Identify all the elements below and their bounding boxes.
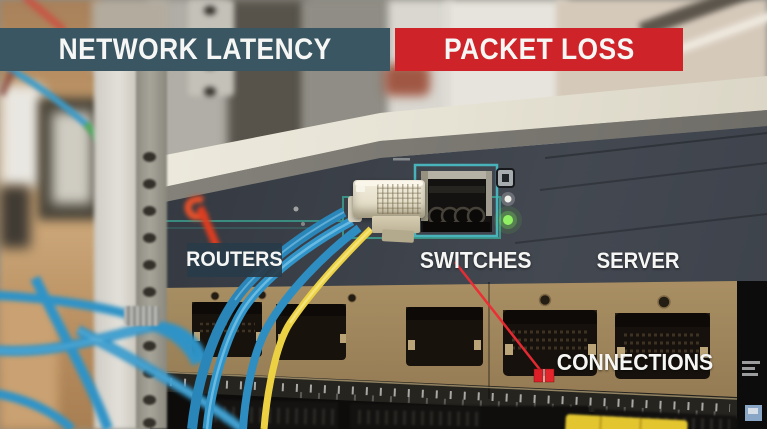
connector-boot	[381, 229, 415, 243]
sfp-port	[421, 171, 492, 232]
rail-hole	[143, 260, 156, 270]
rail-hole	[143, 341, 156, 351]
yellow-cable	[260, 226, 374, 429]
ruler-ticks	[169, 378, 731, 418]
picture-frame-2	[0, 186, 30, 248]
banner-packet-loss: PACKET LOSS	[395, 28, 683, 71]
port-label-text	[393, 158, 410, 161]
banner-packet-loss-text: PACKET LOSS	[443, 32, 635, 66]
faceplate-grooves	[514, 132, 767, 244]
rail-hole	[143, 287, 156, 297]
red-connector	[533, 368, 544, 383]
right-module-details	[742, 361, 762, 421]
panel-bottom-highlight	[159, 371, 738, 400]
banner-network-latency-text: NETWORK LATENCY	[58, 32, 332, 66]
status-led-green	[494, 206, 522, 234]
right-edge-module	[737, 281, 767, 429]
rail-hole	[143, 395, 156, 405]
faceplate-led-dot	[301, 222, 305, 226]
mode-button-icon	[496, 168, 515, 188]
rail-hole	[204, 6, 216, 15]
connector-pin-grid	[377, 184, 421, 214]
packet-loss-pointer	[454, 261, 555, 383]
rack-post-white	[94, 60, 140, 429]
banner-network-latency: NETWORK LATENCY	[0, 28, 390, 71]
connector-clip	[356, 186, 365, 192]
cable-gland	[124, 306, 160, 326]
rail-hole	[143, 152, 156, 162]
label-switches: SWITCHES	[408, 247, 543, 273]
label-switches-text: SWITCHES	[419, 246, 532, 273]
red-cable-corner	[0, 0, 67, 97]
rail-hole	[143, 233, 156, 243]
rail-hole	[143, 206, 156, 216]
port-opening	[406, 307, 483, 366]
port-opening	[503, 310, 597, 376]
wall-highlight	[0, 84, 44, 188]
rail-hole	[143, 179, 156, 189]
patch-panel-ports	[192, 282, 710, 399]
label-routers: ROUTERS	[186, 243, 283, 277]
rail-hole	[143, 418, 156, 428]
blue-cable-loops	[0, 275, 246, 429]
label-server-text: SERVER	[596, 247, 680, 273]
rail-hole	[204, 87, 216, 96]
connector-highlight	[355, 181, 423, 186]
status-led-white	[501, 192, 515, 206]
port-opening	[615, 313, 710, 379]
label-routers-text: ROUTERS	[186, 248, 283, 271]
white-connector-module	[353, 180, 425, 218]
label-connections-text: CONNECTIONS	[556, 348, 714, 375]
faceplate-led-dot	[293, 206, 299, 212]
red-connector	[544, 368, 555, 383]
connector-latch	[372, 216, 420, 233]
label-connections: CONNECTIONS	[555, 349, 715, 375]
label-server: SERVER	[592, 248, 684, 273]
